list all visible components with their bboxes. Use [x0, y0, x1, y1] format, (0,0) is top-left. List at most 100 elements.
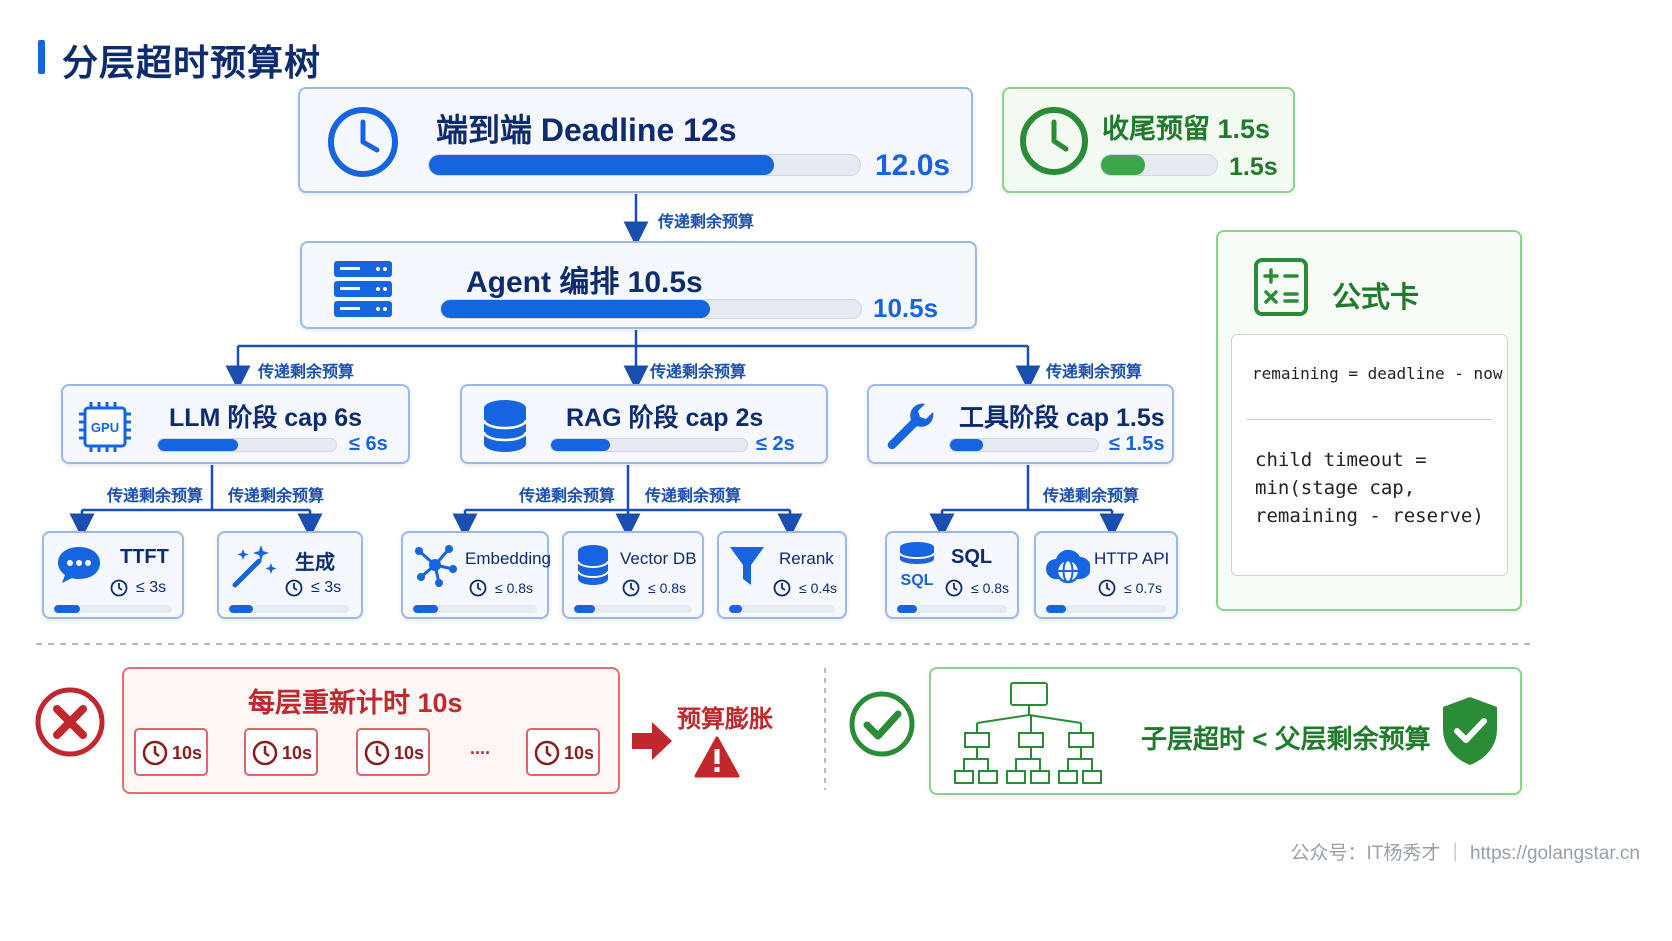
clock-icon [328, 107, 398, 177]
root-progress-fill [429, 155, 774, 175]
reserve-label: 收尾预留 1.5s [1102, 114, 1271, 144]
leaf-card-http-api: HTTP API ≤ 0.7s [1034, 531, 1178, 619]
sql-database-icon: SQL [899, 542, 935, 589]
formula-card: 公式卡 remaining = deadline - now child tim… [1216, 230, 1522, 611]
root-value: 12.0s [875, 149, 951, 182]
leaf-value: ≤ 0.8s [495, 580, 534, 596]
reserve-progress-fill [1101, 155, 1146, 175]
timer-box: 10s [356, 728, 430, 776]
clock-icon [469, 579, 487, 597]
leaf-progress-fill [574, 605, 596, 613]
root-deadline-card: 端到端 Deadline 12s 12.0s [298, 87, 973, 193]
stage-progress-bar [157, 438, 337, 452]
edge-label: 传递剩余预算 [658, 214, 755, 231]
timer-value: 10s [394, 743, 425, 763]
reserve-card: 收尾预留 1.5s 1.5s [1002, 87, 1295, 193]
arrow-right-icon [632, 722, 672, 760]
bad-title: 每层重新计时 10s [248, 688, 463, 718]
timer-value: 10s [172, 743, 203, 763]
stage-progress-fill [158, 439, 239, 451]
leaf-progress-fill [54, 605, 80, 613]
leaf-progress-bar [229, 605, 349, 613]
ellipsis: .... [470, 738, 491, 758]
tree-hierarchy-icon [954, 682, 1102, 784]
cloud-globe-icon [1046, 549, 1090, 584]
edge-label: 传递剩余预算 [228, 488, 325, 505]
leaf-progress-bar [897, 605, 1007, 613]
stage-card-llm: GPU LLM 阶段 cap 6s ≤ 6s [61, 384, 410, 464]
edge-label: 传递剩余预算 [519, 488, 616, 505]
reserve-progress-bar [1100, 154, 1218, 176]
clock-icon [142, 740, 168, 766]
leaf-value: ≤ 3s [311, 579, 342, 596]
leaf-label: Rerank [779, 549, 834, 568]
check-circle-icon [849, 691, 915, 757]
timer-box: 10s [526, 728, 600, 776]
stage-label: 工具阶段 cap 1.5s [959, 404, 1165, 432]
clock-icon [364, 740, 390, 766]
bad-result: 预算膨胀 [677, 706, 773, 733]
leaf-value: ≤ 0.4s [799, 580, 838, 596]
timer-value: 10s [564, 743, 595, 763]
clock-icon [1020, 107, 1088, 175]
leaf-value: ≤ 0.8s [971, 580, 1010, 596]
title-accent-bar [38, 40, 45, 74]
leaf-label: HTTP API [1094, 549, 1170, 568]
leaf-card-rerank: Rerank ≤ 0.4s [717, 531, 847, 619]
footer-credit: 公众号：IT杨秀才 ｜ https://golangstar.cn [1290, 843, 1641, 864]
timer-box: 10s [244, 728, 318, 776]
agent-value: 10.5s [873, 293, 939, 323]
formula-line: child timeout = [1255, 449, 1427, 471]
clock-icon [285, 579, 303, 597]
stage-value: ≤ 2s [756, 433, 795, 455]
stage-progress-fill [950, 439, 983, 451]
leaf-value: ≤ 0.7s [1124, 580, 1163, 596]
edge-label: 传递剩余预算 [1046, 364, 1143, 381]
stage-card-rag: RAG 阶段 cap 2s ≤ 2s [460, 384, 828, 464]
leaf-progress-bar [729, 605, 835, 613]
clock-icon [252, 740, 278, 766]
edge-label: 传递剩余预算 [107, 488, 204, 505]
chat-bubble-icon [58, 547, 100, 583]
root-label: 端到端 Deadline 12s [436, 112, 737, 148]
clock-icon [622, 579, 640, 597]
leaf-value: ≤ 0.8s [648, 580, 687, 596]
wrench-icon [887, 403, 934, 450]
stage-progress-bar [550, 438, 748, 452]
formula-line: remaining - reserve) [1255, 505, 1484, 527]
warning-icon [694, 736, 740, 778]
stage-label: LLM 阶段 cap 6s [169, 404, 363, 432]
leaf-progress-fill [413, 605, 438, 613]
calculator-icon [1254, 258, 1308, 316]
leaf-progress-fill [729, 605, 742, 613]
leaf-progress-bar [574, 605, 692, 613]
leaf-progress-fill [229, 605, 253, 613]
timer-value: 10s [282, 743, 313, 763]
agent-progress-bar [440, 299, 862, 319]
database-icon [482, 400, 528, 452]
clock-icon [1098, 579, 1116, 597]
server-rack-icon [334, 261, 392, 317]
edge-label: 传递剩余预算 [1043, 488, 1140, 505]
leaf-progress-bar [413, 605, 537, 613]
gpu-chip-icon: GPU [79, 402, 131, 452]
stage-card-tool: 工具阶段 cap 1.5s ≤ 1.5s [867, 384, 1174, 464]
leaf-card-ttft: TTFT ≤ 3s [42, 531, 184, 619]
good-text: 子层超时 < 父层剩余预算 [1141, 724, 1431, 754]
agent-label: Agent 编排 10.5s [466, 266, 703, 299]
leaf-label: Vector DB [620, 549, 697, 568]
edge-label: 传递剩余预算 [650, 364, 747, 381]
leaf-value: ≤ 3s [136, 579, 167, 596]
funnel-icon [730, 547, 764, 585]
leaf-label: TTFT [120, 546, 169, 568]
formula-line: remaining = deadline - now [1252, 364, 1503, 383]
divider [1246, 419, 1493, 420]
good-pattern-card: 子层超时 < 父层剩余预算 [929, 667, 1522, 795]
formula-line: min(stage cap, [1255, 477, 1416, 499]
leaf-label: 生成 [295, 552, 335, 574]
clock-icon [945, 579, 963, 597]
leaf-card-embedding: Embedding ≤ 0.8s [401, 531, 551, 619]
timer-box: 10s [134, 728, 208, 776]
leaf-progress-bar [54, 605, 172, 613]
stage-value: ≤ 1.5s [1109, 433, 1165, 455]
